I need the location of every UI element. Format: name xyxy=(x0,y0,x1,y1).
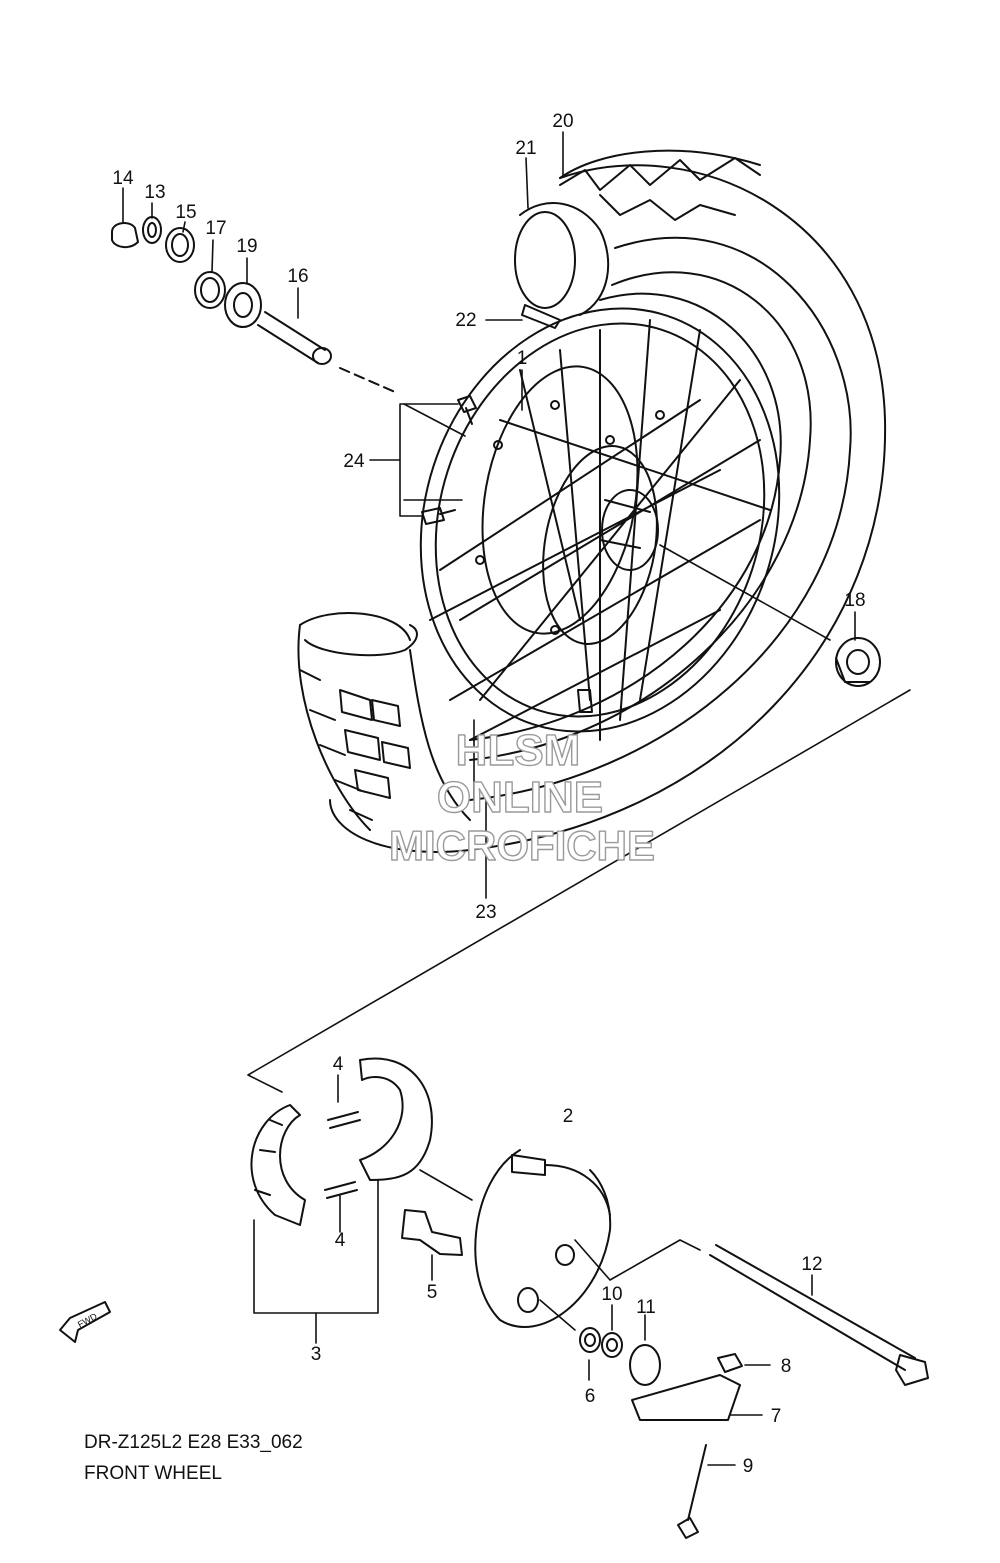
callout-15: 15 xyxy=(175,202,196,223)
leader-lines xyxy=(122,131,911,1466)
callout-1: 1 xyxy=(517,348,528,369)
watermark: HLSM ONLINE MICROFICHE xyxy=(388,725,655,869)
watermark-line-1: HLSM xyxy=(456,726,581,775)
callout-labels: 1 2 3 4 4 5 6 7 8 9 10 11 12 13 14 15 16… xyxy=(112,111,865,1477)
callout-5: 5 xyxy=(427,1282,438,1303)
callout-16: 16 xyxy=(287,266,308,287)
callout-14: 14 xyxy=(112,168,134,189)
callout-4-lower: 4 xyxy=(335,1230,346,1251)
callout-6: 6 xyxy=(585,1386,596,1407)
callout-20: 20 xyxy=(552,111,573,132)
rim-and-hub xyxy=(419,307,781,741)
callout-7: 7 xyxy=(771,1406,782,1427)
callout-10: 10 xyxy=(601,1284,622,1305)
callout-22: 22 xyxy=(455,310,476,331)
callout-18: 18 xyxy=(844,590,865,611)
watermark-line-3: MICROFICHE xyxy=(389,822,655,869)
callout-8: 8 xyxy=(781,1356,792,1377)
callout-13: 13 xyxy=(144,182,165,203)
tire-drawing xyxy=(297,149,887,853)
brake-panel-drawing xyxy=(474,1149,929,1539)
callout-17: 17 xyxy=(205,218,226,239)
callout-21: 21 xyxy=(515,138,536,159)
fwd-arrow-icon: FWD xyxy=(59,1301,111,1343)
callout-3: 3 xyxy=(311,1344,322,1365)
callout-24: 24 xyxy=(343,451,365,472)
diagram-code: DR-Z125L2 E28 E33_062 xyxy=(84,1432,303,1453)
watermark-line-2: ONLINE xyxy=(437,773,603,822)
callout-11: 11 xyxy=(636,1297,656,1318)
callout-19: 19 xyxy=(236,236,257,257)
callout-9: 9 xyxy=(743,1456,754,1477)
callout-12: 12 xyxy=(801,1254,822,1275)
callout-23: 23 xyxy=(475,902,496,923)
callout-4-upper: 4 xyxy=(333,1054,344,1075)
callout-2: 2 xyxy=(563,1106,574,1127)
diagram-title: FRONT WHEEL xyxy=(84,1463,222,1484)
brake-shoe-drawing xyxy=(250,1057,463,1256)
